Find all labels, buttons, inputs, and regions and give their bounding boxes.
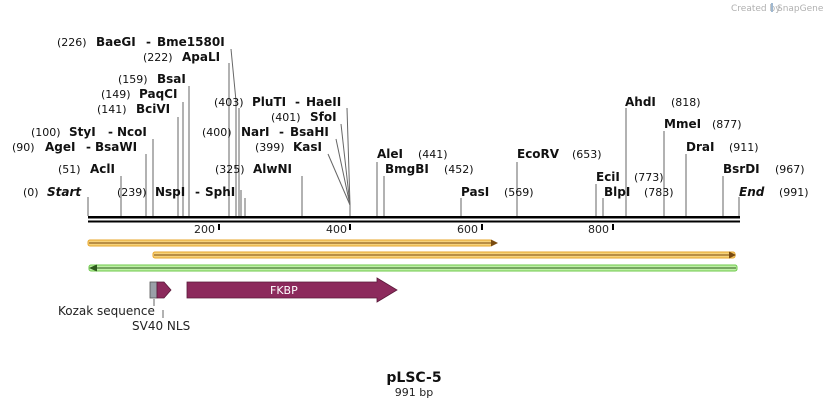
ruler: 200 400 600 800 [194,223,614,236]
site-end[interactable]: End (991) [739,183,809,200]
site-paqci[interactable]: (149) PaqCI [101,85,177,102]
site-alwni[interactable]: (325) AlwNI [215,160,292,177]
dna-backbone[interactable] [88,216,740,223]
sv40-nls-label: SV40 NLS [132,319,190,333]
site-bsrdi[interactable]: BsrDI (967) [723,160,805,177]
site-pluti-haeii[interactable]: (403) PluTI - HaeII [214,93,341,110]
plasmid-length: 991 bp [395,386,433,399]
site-baegi-bme1580i[interactable]: (226) BaeGI - Bme1580I [57,33,225,50]
fkbp-feature[interactable]: FKBP [186,277,398,303]
site-nspi-sphi[interactable]: (239) NspI - SphI [117,183,235,200]
ruler-tick-200: 200 [194,223,215,236]
site-ahdi[interactable]: AhdI (818) [625,93,701,110]
site-blpi[interactable]: BlpI (783) [604,183,674,200]
site-bsai[interactable]: (159) BsaI [118,70,186,87]
site-pasi[interactable]: PasI (569) [461,183,534,200]
orf-arrow-1[interactable] [87,239,498,247]
site-mmei[interactable]: MmeI (877) [664,115,742,132]
orf-arrow-3-reverse[interactable] [88,264,738,272]
ruler-tick-600: 600 [457,223,478,236]
site-kasi[interactable]: (399) KasI [255,138,322,155]
site-alei[interactable]: AleI (441) [377,145,448,162]
site-bcivi[interactable]: (141) BciVI [97,100,170,117]
site-apali[interactable]: (222) ApaLI [143,48,220,65]
watermark-brand: SnapGene [777,4,824,14]
kozak-sequence-feature[interactable] [149,281,158,299]
site-ecorv[interactable]: EcoRV (653) [517,145,602,162]
site-acli[interactable]: (51) AclI [58,160,115,177]
site-bmgbi[interactable]: BmgBI (452) [385,160,474,177]
site-nari-bsahi[interactable]: (400) NarI - BsaHI [202,123,329,140]
site-drai[interactable]: DraI (911) [686,138,759,155]
kozak-sequence-label: Kozak sequence [58,304,155,318]
fkbp-label: FKBP [270,284,298,297]
site-sfoi[interactable]: (401) SfoI [271,108,337,125]
watermark-text: Created by [731,4,781,14]
orf-arrow-2[interactable] [152,251,736,259]
restriction-sites: (0) Start (51) AclI (90) AgeI - BsaWI (1… [12,33,809,200]
site-styi-ncoi[interactable]: (100) StyI - NcoI [31,123,147,140]
site-start[interactable]: (0) Start [23,183,82,200]
plasmid-name: pLSC-5 [386,370,441,386]
site-leaders [87,48,740,216]
sv40-nls-feature[interactable] [156,281,172,299]
ruler-tick-400: 400 [326,223,347,236]
ruler-tick-800: 800 [588,223,609,236]
site-agei-bsawi[interactable]: (90) AgeI - BsaWI [12,138,137,155]
snapgene-logo-icon [771,3,773,12]
site-ecii[interactable]: EciI (773) [596,168,664,185]
